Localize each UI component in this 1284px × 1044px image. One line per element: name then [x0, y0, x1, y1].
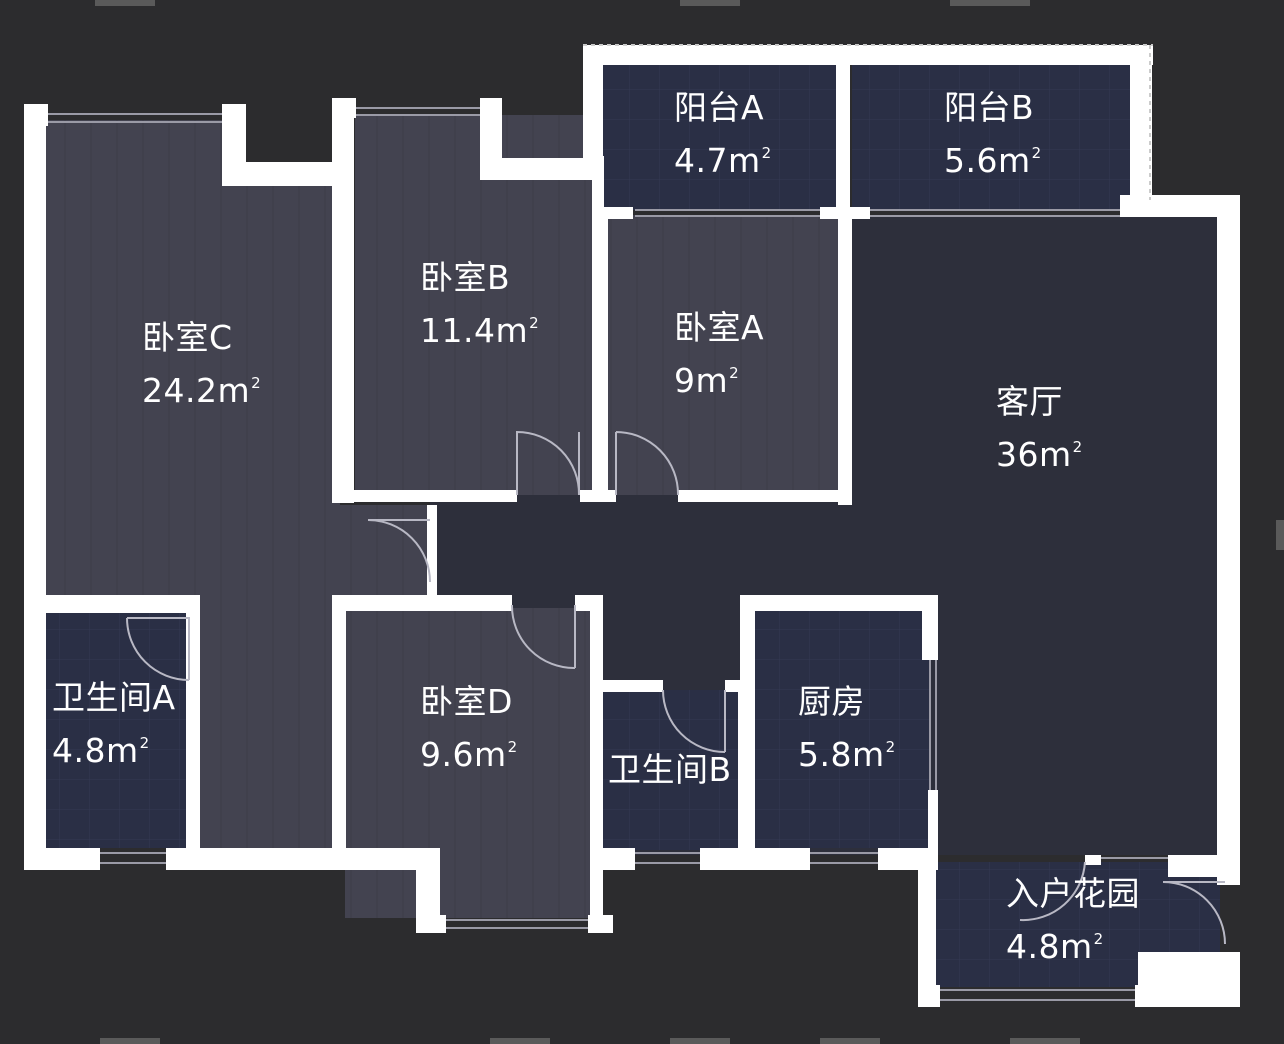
floor-balcony-a [603, 65, 838, 210]
doors [126, 430, 1226, 945]
room-label-entry-garden: 入户花园 4.8m2 [1006, 868, 1140, 974]
room-name: 卧室A [674, 308, 765, 347]
room-name: 卧室D [420, 682, 513, 721]
floor-bathroom-b [603, 690, 741, 850]
room-area: 4.7m2 [674, 140, 772, 180]
floor-kitchen [755, 608, 930, 848]
room-area: 4.8m2 [1006, 926, 1104, 966]
room-name: 卧室B [420, 258, 511, 297]
door-bedroom-a [615, 431, 680, 496]
room-name: 客厅 [996, 382, 1063, 421]
floor-bedroom-a [605, 215, 840, 495]
room-area: 36m2 [996, 434, 1083, 474]
room-name: 阳台B [944, 88, 1035, 127]
door-bathroom-a [126, 617, 190, 681]
room-label-living-room: 客厅 36m2 [996, 376, 1083, 482]
dimension-marks [95, 0, 1284, 1044]
floor-balcony-b [852, 65, 1132, 210]
room-area: 5.8m2 [798, 734, 896, 774]
door-bathroom-b [662, 689, 726, 753]
room-label-kitchen: 厨房 5.8m2 [798, 676, 896, 782]
room-label-bedroom-d: 卧室D 9.6m2 [420, 676, 518, 782]
room-name: 厨房 [798, 682, 865, 721]
room-area: 5.6m2 [944, 140, 1042, 180]
room-label-bedroom-b: 卧室B 11.4m2 [420, 252, 539, 358]
door-entry-inner [1019, 861, 1086, 922]
room-label-bedroom-c: 卧室C 24.2m2 [142, 312, 261, 418]
room-area: 11.4m2 [420, 310, 540, 350]
room-area: 9.6m2 [420, 734, 518, 774]
room-label-balcony-a: 阳台A 4.7m2 [674, 82, 772, 188]
door-entry-garden [1162, 881, 1226, 945]
walls [24, 45, 1240, 1007]
windows [48, 107, 1168, 1001]
room-name: 卫生间A [52, 678, 176, 717]
room-label-bedroom-a: 卧室A 9m2 [674, 302, 764, 408]
room-area: 4.8m2 [52, 730, 150, 770]
door-bedroom-d [510, 604, 576, 670]
room-name: 阳台A [674, 88, 765, 127]
balcony-edge [583, 44, 1153, 200]
room-name: 入户花园 [1006, 874, 1140, 913]
room-label-bathroom-a: 卫生间A 4.8m2 [52, 672, 176, 778]
floor-bathroom-a [45, 608, 188, 848]
room-name: 卧室C [142, 318, 233, 357]
room-area: 9m2 [674, 360, 740, 400]
room-label-bathroom-b: 卫生间B [608, 744, 732, 797]
floors [45, 65, 1220, 987]
room-label-balcony-b: 阳台B 5.6m2 [944, 82, 1042, 188]
room-name: 卫生间B [608, 750, 732, 789]
room-area: 24.2m2 [142, 370, 262, 410]
door-corridor [367, 519, 431, 583]
door-bedroom-b [516, 430, 581, 496]
